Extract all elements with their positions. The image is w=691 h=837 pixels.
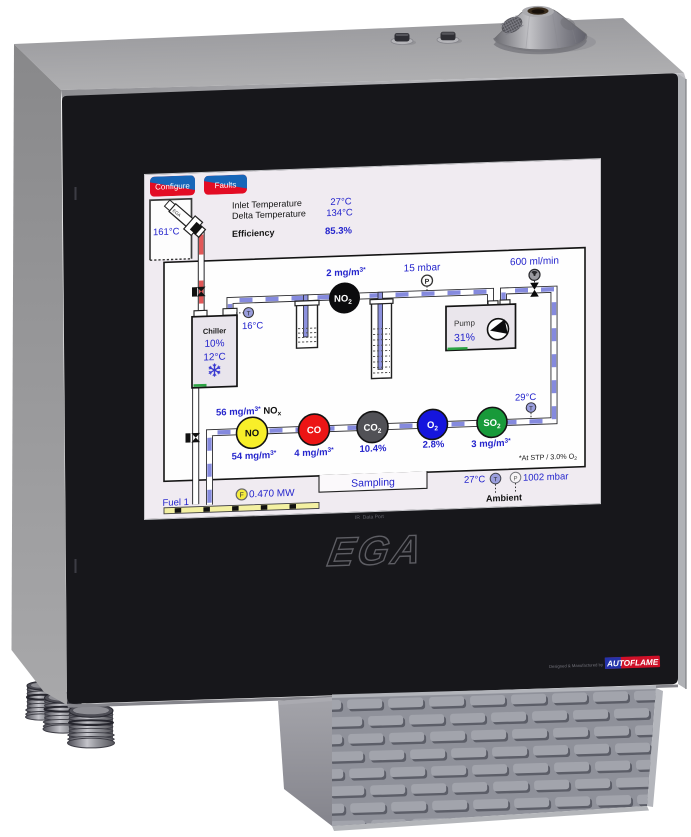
svg-text:F: F [240, 492, 244, 499]
svg-text:27°C: 27°C [464, 474, 485, 486]
svg-text:T: T [494, 477, 498, 483]
svg-text:Configure: Configure [155, 181, 190, 191]
svg-text:12°C: 12°C [203, 352, 225, 364]
svg-text:85.3%: 85.3% [325, 225, 352, 237]
svg-text:10.4%: 10.4% [360, 443, 387, 455]
svg-text:600 ml/min: 600 ml/min [510, 256, 559, 269]
svg-text:SO2: SO2 [483, 418, 501, 431]
svg-text:4 mg/m3*: 4 mg/m3* [294, 447, 334, 460]
svg-text:134°C: 134°C [326, 207, 353, 219]
svg-text:0.470 MW: 0.470 MW [249, 488, 295, 501]
svg-text:Pump: Pump [454, 318, 475, 328]
svg-text:2 mg/m3*: 2 mg/m3* [326, 267, 366, 280]
svg-text:NO2: NO2 [334, 293, 352, 306]
svg-text:27°C: 27°C [330, 196, 351, 208]
svg-text:10%: 10% [204, 338, 224, 350]
svg-text:Delta Temperature: Delta Temperature [232, 208, 306, 221]
svg-text:T: T [529, 406, 533, 412]
svg-text:Efficiency: Efficiency [232, 227, 275, 238]
svg-text:P: P [425, 279, 430, 286]
svg-text:O2: O2 [427, 420, 438, 433]
svg-text:CO: CO [307, 425, 321, 436]
svg-text:Chiller: Chiller [203, 326, 226, 336]
svg-text:31%: 31% [454, 331, 475, 344]
svg-text:EGA: EGA [171, 208, 181, 218]
svg-text:CO2: CO2 [364, 422, 382, 435]
svg-text:56 mg/m3* NOx: 56 mg/m3* NOx [216, 405, 282, 419]
svg-text:Sampling: Sampling [351, 476, 395, 490]
svg-text:T: T [247, 310, 251, 317]
svg-text:EGA: EGA [324, 526, 428, 575]
svg-text:15 mbar: 15 mbar [404, 262, 441, 274]
svg-text:3 mg/m3*: 3 mg/m3* [471, 438, 511, 451]
svg-text:AUTOFLAME: AUTOFLAME [606, 658, 659, 669]
svg-text:16°C: 16°C [242, 320, 263, 332]
svg-text:1002 mbar: 1002 mbar [523, 471, 568, 484]
svg-text:29°C: 29°C [515, 392, 536, 404]
svg-text:Faults: Faults [215, 180, 237, 190]
svg-text:54 mg/m3*: 54 mg/m3* [232, 450, 277, 463]
svg-text:*At STP / 3.0% O2: *At STP / 3.0% O2 [519, 451, 577, 464]
svg-text:2.8%: 2.8% [423, 439, 445, 451]
svg-text:IR Data Port: IR Data Port [355, 514, 385, 521]
svg-text:P: P [513, 476, 517, 482]
svg-text:Ambient: Ambient [486, 492, 522, 503]
svg-text:Inlet Temperature: Inlet Temperature [232, 198, 302, 210]
svg-text:Fuel 1: Fuel 1 [163, 497, 189, 509]
svg-text:161°C: 161°C [153, 226, 180, 238]
svg-text:Designed & Manufactured by: Designed & Manufactured by [549, 662, 604, 669]
svg-text:NO: NO [245, 428, 259, 439]
